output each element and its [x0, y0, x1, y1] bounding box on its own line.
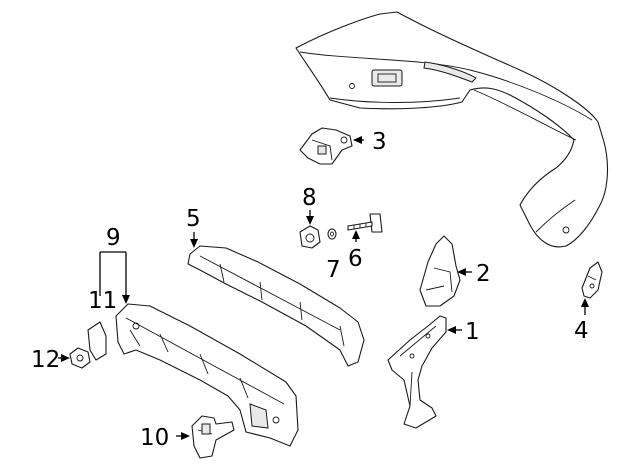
callout-3: 3: [372, 129, 387, 155]
arrowhead-8: [306, 216, 314, 225]
callout-6: 6: [348, 246, 363, 272]
callout-7: 7: [326, 257, 341, 283]
bracket-part-2: [419, 235, 461, 307]
arrowhead-2: [457, 268, 466, 276]
arrowhead-10: [181, 432, 190, 440]
nut-part-12: [69, 347, 91, 369]
leader-9: [99, 251, 127, 298]
arrowhead-6: [352, 230, 360, 239]
absorber-part-5: [187, 245, 365, 367]
arrowhead-4: [581, 298, 589, 307]
callout-9: 9: [106, 225, 121, 251]
callout-1: 1: [465, 319, 480, 345]
callout-8: 8: [302, 185, 317, 211]
side-bracket-part-1: [387, 315, 447, 429]
washer-part-7: [327, 228, 337, 240]
pad-part-11: [87, 321, 107, 361]
callout-2: 2: [476, 261, 491, 287]
arrowhead-9: [122, 295, 130, 304]
arrowhead-12: [61, 354, 70, 362]
callout-11: 11: [88, 288, 117, 314]
reinforcement-beam-part-9: [115, 303, 299, 447]
arrowhead-1: [447, 326, 456, 334]
callout-5: 5: [186, 206, 201, 232]
callout-10: 10: [140, 425, 169, 451]
callout-4: 4: [574, 318, 589, 344]
tow-bracket-part-10: [191, 415, 235, 459]
bolt-part-6: [347, 213, 383, 233]
arrowhead-5: [190, 239, 198, 248]
bracket-part-4: [581, 261, 603, 299]
bracket-part-3: [299, 127, 353, 165]
nut-part-8: [299, 225, 321, 249]
bumper-cover: [295, 11, 608, 248]
callout-12: 12: [31, 347, 60, 373]
arrowhead-3: [353, 136, 362, 144]
